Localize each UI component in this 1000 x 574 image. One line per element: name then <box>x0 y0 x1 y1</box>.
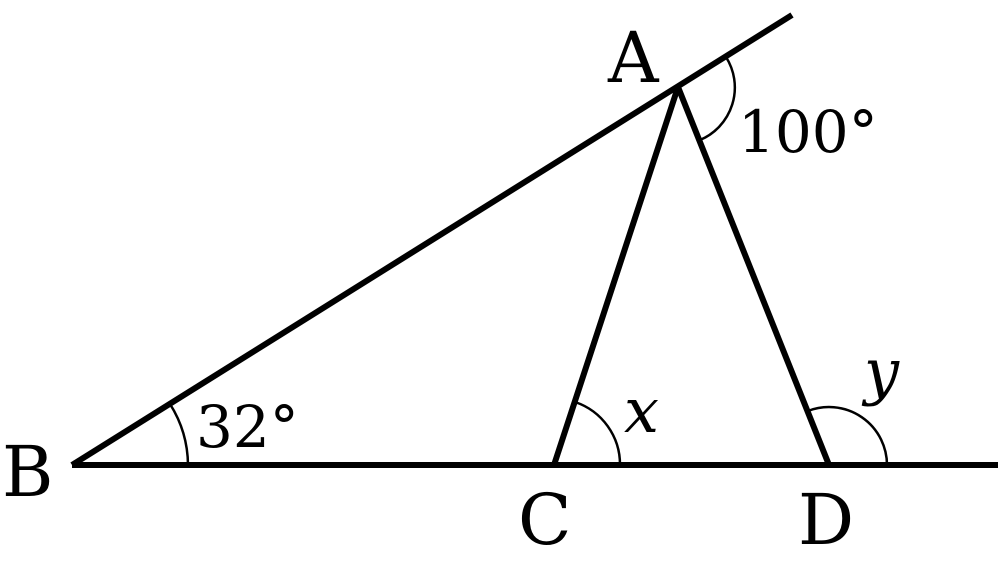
angle-label-exterior-a: 100° <box>738 98 878 166</box>
line-b-a-extended <box>70 12 794 468</box>
angle-label-x: x <box>624 374 659 447</box>
angle-arc-x <box>574 400 622 466</box>
segment-ac <box>551 86 681 466</box>
point-label-d: D <box>798 479 854 561</box>
angle-label-y: y <box>861 335 900 408</box>
point-label-b: B <box>2 431 53 513</box>
angle-arc-y <box>807 405 889 466</box>
point-label-a: A <box>607 17 660 99</box>
angle-arc-a-exterior <box>699 56 737 142</box>
angle-label-b: 32° <box>196 393 299 461</box>
point-label-c: C <box>518 479 572 561</box>
segment-ad <box>675 85 832 467</box>
angle-arc-b <box>168 403 190 466</box>
